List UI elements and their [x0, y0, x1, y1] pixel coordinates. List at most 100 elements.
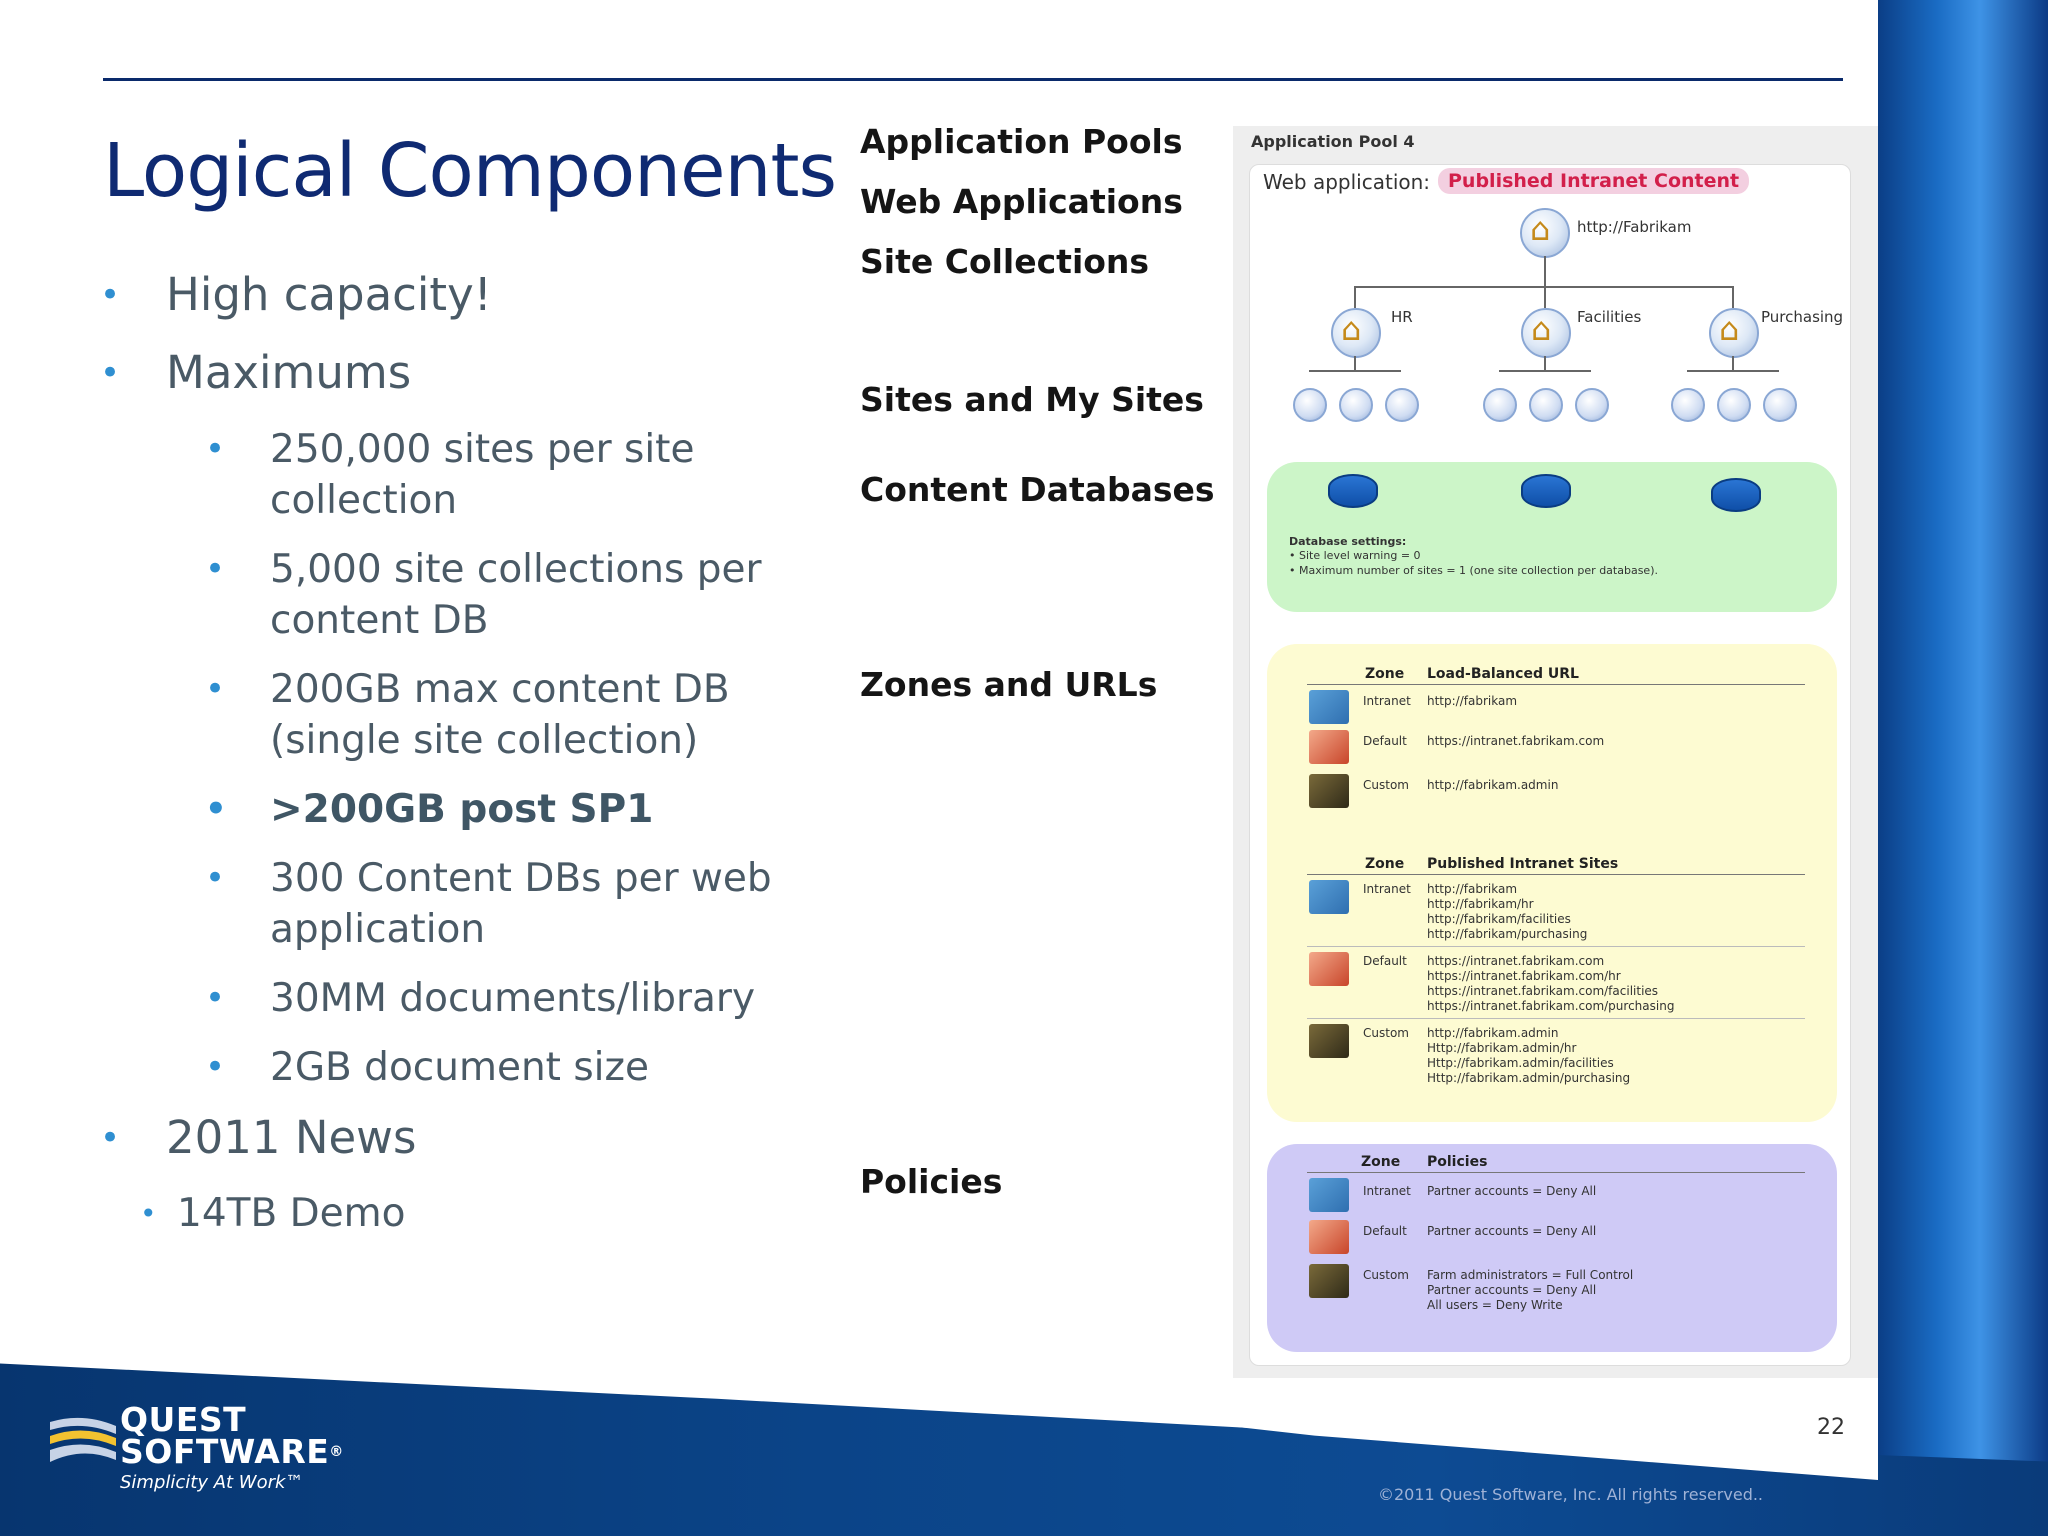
site-icon-hr [1331, 308, 1381, 358]
bullet-item: •Maximums [100, 346, 860, 400]
pool-title: Application Pool 4 [1251, 132, 1415, 151]
policy-line: Partner accounts = Deny All [1427, 1283, 1597, 1297]
tree-connector [1544, 356, 1546, 370]
logo-wave-icon [50, 1417, 116, 1462]
zone-name: Intranet [1363, 1184, 1411, 1198]
policy-line: All users = Deny Write [1427, 1298, 1563, 1312]
zones-col-url: Load-Balanced URL [1427, 666, 1579, 682]
zones-box [1267, 644, 1837, 1122]
label-content-databases: Content Databases [860, 470, 1215, 509]
bullet-text: High capacity! [166, 268, 492, 321]
subsite-icon [1671, 388, 1705, 422]
url-line: https://intranet.fabrikam.com/hr [1427, 969, 1621, 983]
sub-bullet-text: 250,000 sites per site collection [270, 427, 695, 523]
bullet-text: 2011 News [166, 1111, 417, 1164]
label-zones-urls: Zones and URLs [860, 665, 1158, 704]
url-line: http://fabrikam/hr [1427, 897, 1534, 911]
slide-title: Logical Components [103, 128, 837, 214]
intranet-user-icon [1309, 690, 1349, 724]
copyright: ©2011 Quest Software, Inc. All rights re… [1378, 1485, 1764, 1504]
sub-bullet-item: • 250,000 sites per site collection [205, 424, 860, 526]
tree-connector [1499, 370, 1591, 372]
intranet-user-icon [1309, 880, 1349, 914]
sub-bullet-text: 300 Content DBs per web application [270, 856, 772, 952]
title-rule [103, 78, 1843, 81]
policies-col-zone: Zone [1361, 1154, 1401, 1170]
subsite-icon [1293, 388, 1327, 422]
tree-connector [1732, 356, 1734, 370]
intranet-user-icon [1309, 1178, 1349, 1212]
url-line: Http://fabrikam.admin/purchasing [1427, 1071, 1631, 1085]
policies-rule [1307, 1172, 1805, 1173]
policy-line: Partner accounts = Deny All [1427, 1184, 1597, 1198]
bullet-dot: • [205, 978, 226, 1018]
sub-bullet-item-bold: •>200GB post SP1 [205, 784, 860, 835]
site-icon-purchasing [1709, 308, 1759, 358]
url-line: http://fabrikam/purchasing [1427, 927, 1588, 941]
bullet-dot: • [205, 789, 227, 829]
db-setting-item: • Maximum number of sites = 1 (one site … [1289, 564, 1658, 577]
database-icon [1328, 474, 1378, 508]
tree-connector [1354, 286, 1356, 308]
row-rule [1307, 946, 1805, 947]
row-rule [1307, 1018, 1805, 1019]
published-urls: https://intranet.fabrikam.com https://in… [1427, 954, 1674, 1014]
published-urls: http://fabrikam.admin Http://fabrikam.ad… [1427, 1026, 1630, 1086]
zones-col-zone: Zone [1365, 666, 1405, 682]
subsite-icon [1575, 388, 1609, 422]
sub-bullet-text: 200GB max content DB (single site collec… [270, 667, 730, 763]
bullet-dot: • [205, 858, 226, 898]
default-user-icon [1309, 730, 1349, 764]
default-user-icon [1309, 1220, 1349, 1254]
db-settings-title: Database settings: [1289, 535, 1407, 548]
label-sites: Sites and My Sites [860, 380, 1204, 419]
url-line: http://fabrikam.admin [1427, 1026, 1559, 1040]
logo-line1: QUEST [120, 1400, 247, 1439]
zones-rule [1307, 684, 1805, 685]
sub-bullet-item: • 300 Content DBs per web application [205, 853, 860, 955]
sub-bullet-text: 14TB Demo [177, 1191, 406, 1236]
site-label-facilities: Facilities [1577, 308, 1642, 326]
url-line: http://fabrikam [1427, 882, 1518, 896]
published-rule [1307, 874, 1805, 875]
tree-connector [1544, 286, 1546, 308]
tree-connector [1354, 356, 1356, 370]
bullet-dot: • [205, 429, 226, 469]
bullet-text: Maximums [166, 346, 412, 399]
webapp-name-badge: Published Intranet Content [1438, 168, 1750, 194]
architecture-diagram: Application Pool 4 Web application: Publ… [1233, 126, 1878, 1378]
subsite-icon [1717, 388, 1751, 422]
site-icon-facilities [1521, 308, 1571, 358]
webapp-label: Web application: [1263, 170, 1431, 194]
custom-user-icon [1309, 774, 1349, 808]
zone-name: Custom [1363, 1026, 1409, 1040]
bullet-item: •High capacity! [100, 268, 860, 322]
sub-bullet-text: 30MM documents/library [270, 976, 756, 1021]
policies-box [1267, 1144, 1837, 1352]
subsite-icon [1483, 388, 1517, 422]
published-col-sites: Published Intranet Sites [1427, 856, 1619, 872]
page-number: 22 [1817, 1415, 1845, 1440]
url-line: http://fabrikam/facilities [1427, 912, 1571, 926]
subsite-icon [1529, 388, 1563, 422]
url-line: https://intranet.fabrikam.com/purchasing [1427, 999, 1675, 1013]
bullet-dot: • [140, 1197, 157, 1230]
tree-connector [1309, 370, 1401, 372]
tree-connector [1544, 256, 1546, 286]
logo-line2: SOFTWARE [120, 1432, 330, 1471]
bullet-dot: • [205, 669, 226, 709]
label-policies: Policies [860, 1162, 1003, 1201]
custom-user-icon [1309, 1264, 1349, 1298]
url-line: https://intranet.fabrikam.com [1427, 954, 1605, 968]
decorative-right-band [1878, 0, 2048, 1536]
zone-name: Intranet [1363, 694, 1411, 708]
database-icon [1521, 474, 1571, 508]
logo-tagline: Simplicity At Work™ [120, 1472, 304, 1493]
database-icon [1711, 478, 1761, 512]
url-line: Http://fabrikam.admin/hr [1427, 1041, 1577, 1055]
policy-line: Farm administrators = Full Control [1427, 1268, 1634, 1282]
bullet-item: •2011 News [100, 1111, 860, 1165]
sub-bullet-item: • 200GB max content DB (single site colle… [205, 664, 860, 766]
policies-col-policies: Policies [1427, 1154, 1488, 1170]
